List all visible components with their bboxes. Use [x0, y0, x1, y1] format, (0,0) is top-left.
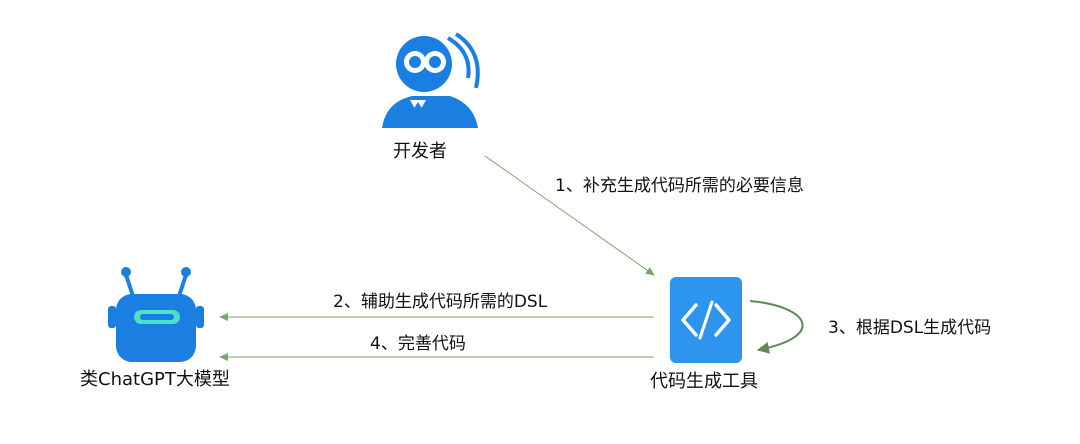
code-brackets-icon — [670, 277, 742, 363]
edge-step1-label: 1、补充生成代码所需的必要信息 — [555, 176, 804, 196]
edge-step1-arrow — [484, 155, 655, 276]
edge-step2-label: 2、辅助生成代码所需的DSL — [333, 292, 548, 312]
codegen-label: 代码生成工具 — [650, 371, 758, 392]
developer-avatar-icon — [382, 32, 480, 128]
llm-label: 类ChatGPT大模型 — [80, 369, 230, 390]
robot-icon — [108, 267, 204, 362]
edge-step4-label: 4、完善代码 — [370, 334, 466, 354]
edge-step3-label: 3、根据DSL生成代码 — [828, 318, 992, 338]
edge-step3-loop-arrow — [749, 300, 804, 354]
developer-label: 开发者 — [393, 141, 447, 162]
